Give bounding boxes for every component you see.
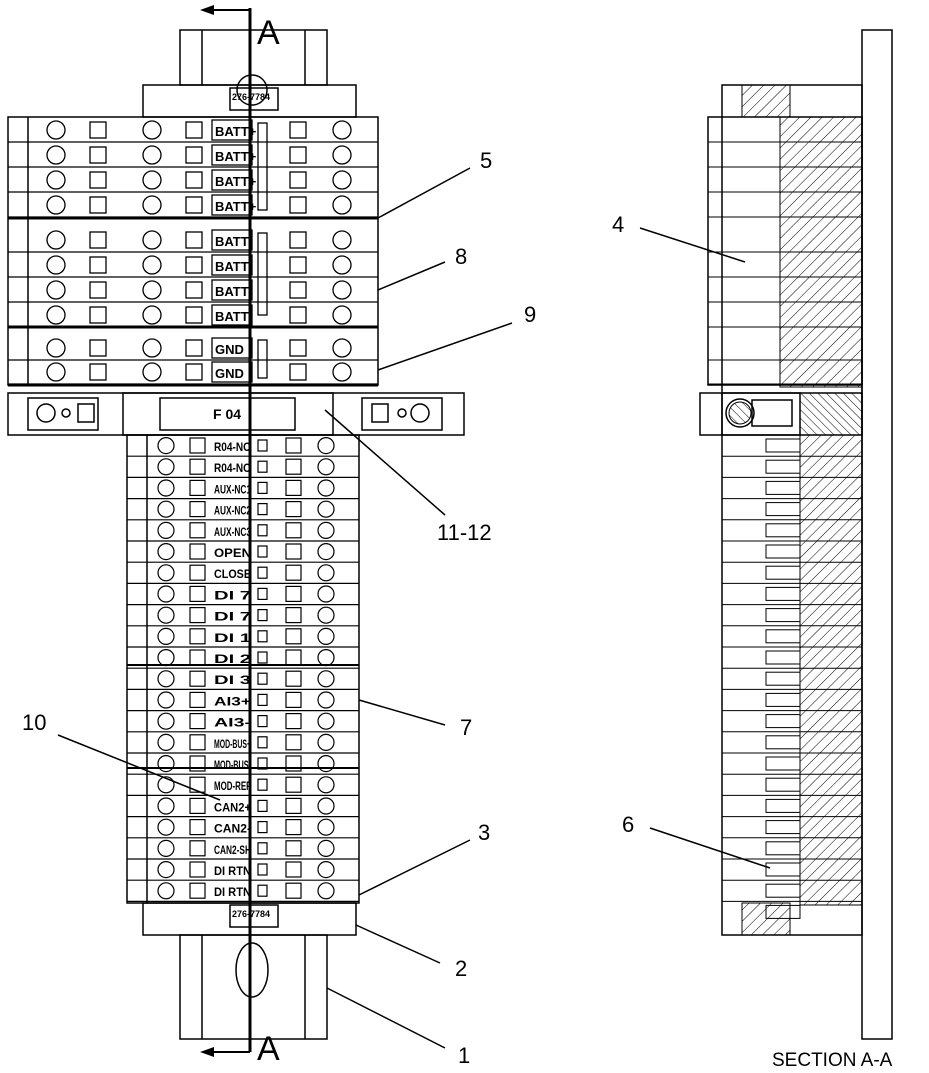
- upper-terminal-row: GND: [8, 337, 378, 361]
- lower-terminal-label: R04-NO: [214, 442, 251, 454]
- upper-terminal-row: BATT+: [8, 144, 378, 168]
- upper-terminal-label: BATT+: [215, 149, 257, 164]
- section-plate: [861, 29, 893, 1040]
- lower-terminal-row: R04-NO: [127, 458, 359, 478]
- lower-terminal-label: R04-NO: [214, 463, 251, 475]
- upper-terminal-label: BATT-: [215, 234, 252, 249]
- lower-terminal-row: DI 7: [127, 606, 359, 627]
- lower-terminal-label: AUX-NC2: [214, 506, 251, 518]
- lower-terminal-row: AI3+: [127, 691, 359, 712]
- lower-terminal-label: MOD-BUS+: [214, 739, 251, 751]
- upper-block: [7, 116, 379, 386]
- lower-terminal-row: AUX-NC1: [127, 479, 359, 500]
- lower-terminal-row: CLOSE: [127, 564, 359, 585]
- upper-terminal-row: BATT-: [8, 229, 378, 253]
- lower-terminal-row: AI3-: [127, 712, 359, 733]
- lower-terminal-row: DI 1: [127, 627, 359, 648]
- fuse-label: F 04: [213, 406, 241, 422]
- upper-terminal-label: BATT-: [215, 309, 252, 324]
- section-mark-top: A: [257, 14, 280, 52]
- upper-terminal-row: BATT+: [8, 169, 378, 193]
- lower-terminal-row: MOD-BUS+: [127, 733, 359, 754]
- lower-terminal-label: OPEN: [214, 548, 251, 560]
- lower-terminal-row: CAN2+: [127, 797, 359, 818]
- lower-terminal-row: CAN2-SH: [127, 839, 359, 860]
- callout-4: 4: [612, 212, 624, 237]
- lower-terminal-label: AI3+: [214, 696, 251, 708]
- upper-terminal-label: BATT+: [215, 174, 257, 189]
- lower-terminal-row: DI 3: [127, 670, 359, 691]
- upper-terminal-row: BATT-: [8, 254, 378, 278]
- callout-10: 10: [22, 710, 46, 735]
- lower-terminal-row: MOD-BUS-: [127, 754, 359, 775]
- lower-terminal-label: AUX-NC1: [214, 484, 251, 496]
- lower-terminal-label: CAN2+: [214, 802, 251, 814]
- callout-8: 8: [455, 244, 467, 269]
- lower-terminal-row: OPEN: [127, 542, 359, 563]
- lower-terminal-row: DI RTN: [127, 882, 359, 903]
- lower-terminal-label: AUX-NC3: [214, 527, 251, 539]
- callout-2: 2: [455, 956, 467, 981]
- lower-terminal-label: DI 1: [214, 633, 252, 645]
- lower-terminal-label: DI RTN: [214, 887, 251, 899]
- callout-1: 1: [458, 1043, 470, 1068]
- lower-terminal-label: AI3-: [214, 718, 251, 730]
- lower-terminal-label: MOD-REF: [214, 781, 251, 793]
- upper-terminal-label: GND: [215, 342, 244, 357]
- lower-terminal-row: CAN2-: [127, 818, 359, 839]
- callout-5: 5: [480, 148, 492, 173]
- callout-9: 9: [524, 302, 536, 327]
- upper-terminal-label: BATT-: [215, 259, 252, 274]
- upper-terminal-label: BATT+: [215, 199, 257, 214]
- upper-terminal-label: GND: [215, 366, 244, 381]
- lower-terminal-label: MOD-BUS-: [214, 760, 251, 772]
- lower-terminal-label: DI 7: [214, 590, 251, 602]
- lower-terminal-label: CAN2-: [214, 824, 251, 836]
- upper-terminal-row: BATT-: [8, 279, 378, 303]
- lower-terminal-row: MOD-REF: [127, 776, 359, 797]
- lower-terminal-label: CLOSE: [214, 569, 251, 581]
- upper-terminal-row: BATT+: [8, 194, 378, 218]
- lower-terminal-row: DI 2: [127, 648, 359, 669]
- rail-slot: [235, 942, 269, 998]
- lower-terminal-label: DI 7: [214, 612, 251, 624]
- lower-terminal-row: DI 7: [127, 585, 359, 606]
- upper-terminal-row: BATT+: [8, 119, 378, 143]
- callout-7: 7: [460, 715, 472, 740]
- section-mark-bottom: A: [257, 1030, 280, 1068]
- part-number-top: 276-7784: [232, 92, 270, 102]
- callout-3: 3: [478, 820, 490, 845]
- upper-terminal-label: BATT+: [215, 124, 257, 139]
- lower-terminal-label: DI RTN: [214, 866, 251, 878]
- lower-terminal-row: AUX-NC2: [127, 500, 359, 521]
- callout-6: 6: [622, 812, 634, 837]
- upper-terminal-label: BATT-: [215, 284, 252, 299]
- lower-terminal-row: R04-NO: [127, 437, 359, 457]
- lower-terminal-row: AUX-NC3: [127, 521, 359, 542]
- section-title: SECTION A-A: [772, 1050, 893, 1071]
- lower-terminal-label: CAN2-SH: [214, 845, 251, 857]
- upper-terminal-row: BATT-: [8, 304, 378, 328]
- callout-11-12: 11-12: [437, 520, 492, 545]
- lower-terminal-label: DI 3: [214, 675, 251, 687]
- lower-terminal-row: DI RTN: [127, 860, 359, 881]
- lower-terminal-label: DI 2: [214, 654, 251, 666]
- part-number-bottom: 276-7784: [232, 909, 270, 919]
- lower-block: [126, 434, 360, 904]
- upper-terminal-row: GND: [8, 361, 378, 385]
